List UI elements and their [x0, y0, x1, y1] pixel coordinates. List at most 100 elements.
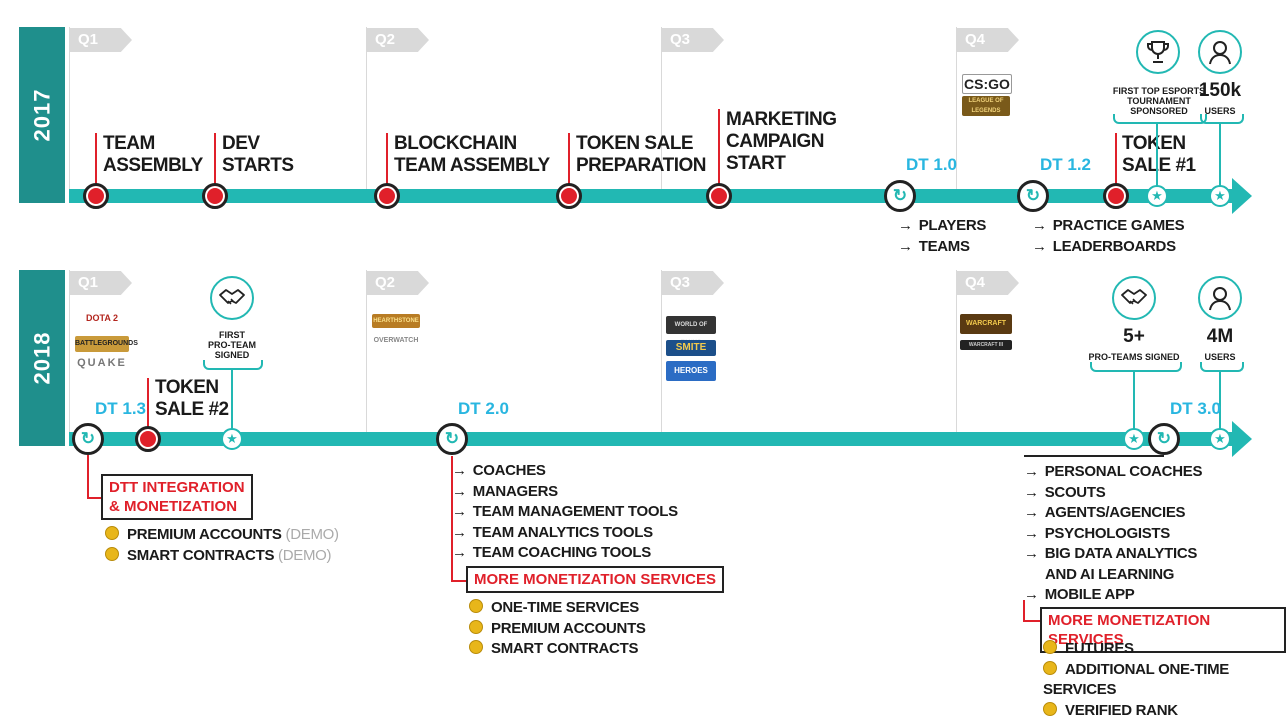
coin-list-dt20: ONE-TIME SERVICES PREMIUM ACCOUNTS SMART…: [469, 598, 646, 660]
year-band-2018: 2018: [19, 270, 65, 446]
quarter-tag-q1: Q1: [70, 271, 132, 295]
milestone-dot: [374, 183, 400, 209]
achievement-stem: [1219, 370, 1221, 429]
milestone-stem: [568, 133, 570, 191]
release-label-dt13: DT 1.3: [95, 399, 147, 418]
game-logo-heroes: HEROES: [666, 361, 716, 381]
handshake-icon: [210, 276, 254, 320]
release-features-dt10: PLAYERSTEAMS: [898, 216, 987, 257]
quarter-divider: [661, 27, 662, 203]
year-label: 2017: [29, 88, 55, 142]
coin-icon: [105, 546, 119, 561]
achievement-value: 5+: [1123, 326, 1145, 347]
achievement-bracket: [1090, 362, 1182, 372]
timeline-arrow-icon: [1232, 178, 1252, 214]
game-logo-hearthstone: HEARTHSTONE: [372, 314, 420, 328]
game-logo-dota2: DOTA 2: [85, 313, 118, 323]
release-node-icon: ↻: [436, 423, 468, 455]
release-label-dt12: DT 1.2: [1040, 155, 1092, 174]
game-logo-smite: SMITE: [666, 340, 716, 356]
quarter-tag-q3: Q3: [662, 271, 724, 295]
release-features-dt20: COACHES MANAGERS TEAM MANAGEMENT TOOLS T…: [452, 461, 678, 564]
achievement-stem: [1219, 122, 1221, 186]
release-label-dt10: DT 1.0: [906, 155, 958, 174]
achievement-stem: [1156, 122, 1158, 186]
achievement-value: 150k: [1198, 80, 1242, 101]
year-label: 2018: [29, 331, 55, 385]
highlight-more-monetization: MORE MONETIZATION SERVICES: [1040, 607, 1286, 653]
release-features-dt30: PERSONAL COACHES SCOUTS AGENTS/AGENCIES …: [1024, 462, 1203, 606]
milestone-dot: [83, 183, 109, 209]
game-logo-pubg: BATTLEGROUNDS: [75, 336, 138, 352]
star-icon: ★: [1209, 185, 1231, 207]
quarter-divider: [956, 270, 957, 446]
game-logo-warcraft: WARCRAFT: [960, 314, 1012, 334]
achievement-stem: [1133, 370, 1135, 429]
coin-icon: [1043, 640, 1057, 654]
quarter-tag-q4: Q4: [957, 28, 1019, 52]
coin-icon: [1043, 660, 1057, 675]
release-label-dt20: DT 2.0: [458, 399, 510, 418]
trophy-icon: [1136, 30, 1180, 74]
release-node-icon: ↻: [72, 423, 104, 455]
user-icon: [1198, 30, 1242, 74]
star-icon: ★: [1146, 185, 1168, 207]
coin-list-dt13: PREMIUM ACCOUNTS (DEMO) SMART CONTRACTS …: [105, 525, 339, 566]
timeline-track-2017: [69, 189, 1235, 203]
quarter-divider: [956, 27, 957, 203]
highlight-dtt-integration: DTT INTEGRATION& MONETIZATION: [101, 474, 253, 520]
coin-icon: [469, 599, 483, 613]
star-icon: ★: [1123, 428, 1145, 450]
coin-icon: [1043, 701, 1057, 716]
quarter-divider: [69, 270, 70, 446]
quarter-tag-q2: Q2: [367, 28, 429, 52]
release-features-dt12: PRACTICE GAMESLEADERBOARDS: [1032, 216, 1185, 257]
quarter-tag-q4: Q4: [957, 271, 1019, 295]
quarter-divider: [69, 27, 70, 203]
handshake-icon: [1112, 276, 1156, 320]
release-node-icon: ↻: [1017, 180, 1049, 212]
milestone-stem: [718, 109, 720, 191]
release-node-icon: ↻: [884, 180, 916, 212]
game-logo-warcraft3: WARCRAFT III: [960, 340, 1012, 350]
quarter-divider: [366, 270, 367, 446]
milestone-dot: [1103, 183, 1129, 209]
coin-list-dt30: FUTURES ADDITIONAL ONE-TIME SERVICES VER…: [1043, 640, 1230, 719]
milestone-stem: [95, 133, 97, 191]
achievement-caption: PRO-TEAMS SIGNED: [1088, 352, 1180, 362]
game-logo-lol: LEAGUE OF LEGENDS: [962, 96, 1010, 116]
milestone-stem: [386, 133, 388, 191]
release-label-dt30: DT 3.0: [1170, 399, 1222, 418]
timeline-arrow-icon: [1232, 421, 1252, 457]
achievement-caption: USERS: [1204, 352, 1236, 362]
coin-icon: [469, 619, 483, 634]
quarter-tag-q2: Q2: [367, 271, 429, 295]
milestone-dot: [556, 183, 582, 209]
release-node-icon: ↻: [1148, 423, 1180, 455]
game-logo-world-of-tanks: WORLD OF TANKS: [666, 316, 716, 346]
quarter-tag-q1: Q1: [70, 28, 132, 52]
release-connector: [1024, 455, 1164, 459]
achievement-bracket: [1113, 114, 1207, 124]
coin-icon: [469, 640, 483, 654]
user-icon: [1198, 276, 1242, 320]
release-connector: [451, 456, 467, 580]
milestone-stem: [1115, 133, 1117, 191]
achievement-caption: USERS: [1204, 106, 1236, 116]
highlight-more-monetization: MORE MONETIZATION SERVICES: [466, 566, 724, 593]
release-connector: [451, 578, 467, 582]
release-connector: [1023, 600, 1041, 622]
milestone-dot: [135, 426, 161, 452]
star-icon: ★: [221, 428, 243, 450]
quarter-tag-q3: Q3: [662, 28, 724, 52]
milestone-dot: [202, 183, 228, 209]
game-logo-quake: QUAKE: [77, 357, 127, 369]
achievement-bracket: [203, 360, 263, 370]
achievement-stem: [231, 368, 233, 429]
